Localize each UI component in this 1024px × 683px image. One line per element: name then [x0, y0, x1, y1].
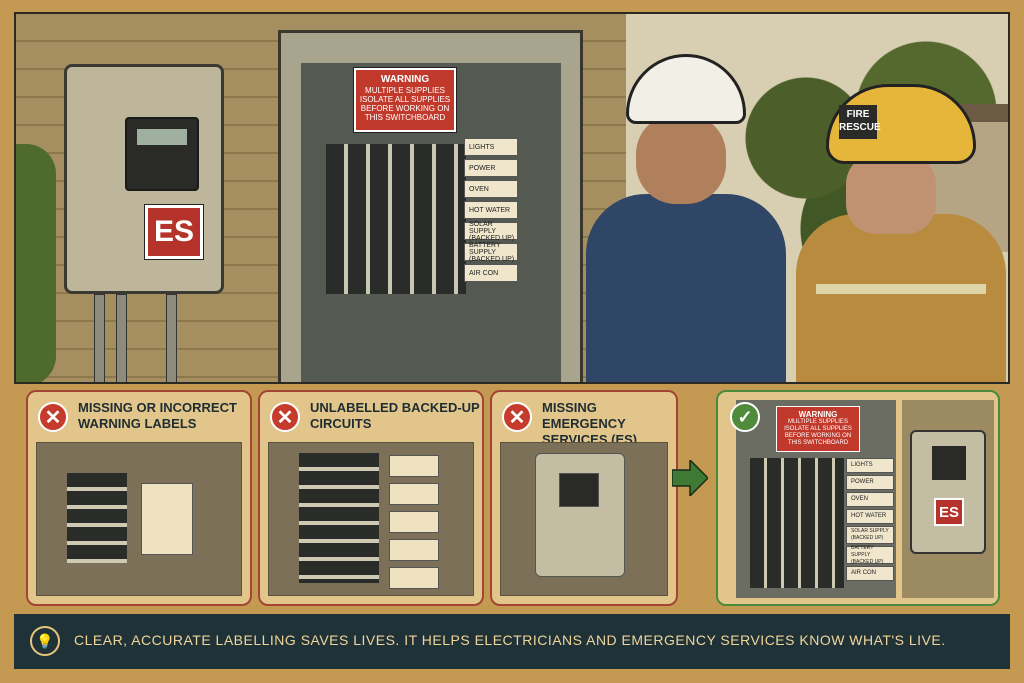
- arrow-right-icon: [672, 460, 708, 496]
- blank-label: [389, 567, 439, 589]
- circuit-label: POWER: [464, 159, 518, 177]
- circuit-label: LIGHTS: [464, 138, 518, 156]
- meter-display: [932, 446, 966, 480]
- breakers: [67, 473, 127, 563]
- panel-missing-es-labels: ✕ MISSING EMERGENCY SERVICES (ES) LABELS: [490, 390, 678, 606]
- blank-label: [389, 455, 439, 477]
- circuit-breakers: [326, 144, 466, 294]
- breakers: [750, 458, 844, 588]
- firefighter-head: [846, 154, 936, 234]
- blank-label: [389, 483, 439, 505]
- footer-text: CLEAR, ACCURATE LABELLING SAVES LIVES. I…: [74, 632, 946, 648]
- warning-line: THIS SWITCHBOARD: [364, 113, 446, 122]
- warning-line: ISOLATE ALL SUPPLIES: [359, 95, 451, 104]
- meter-display: [125, 117, 199, 191]
- x-icon: ✕: [502, 402, 532, 432]
- circuit-label: AIR CON: [464, 264, 518, 282]
- check-icon: ✓: [730, 402, 760, 432]
- panel-illustration: [268, 442, 474, 596]
- warning-line: MULTIPLE SUPPLIES: [365, 86, 445, 95]
- conduit-pipe: [166, 294, 177, 382]
- x-icon: ✕: [38, 402, 68, 432]
- warning-line: BEFORE WORKING ON: [784, 433, 852, 439]
- circuit-label: POWER: [846, 475, 894, 490]
- circuit-label: HOT WATER: [464, 201, 518, 219]
- panel-missing-warning-labels: ✕ MISSING OR INCORRECT WARNING LABELS: [26, 390, 252, 606]
- circuit-label: HOT WATER: [846, 509, 894, 524]
- warning-line: MULTIPLE SUPPLIES: [788, 419, 848, 425]
- bush: [16, 144, 56, 382]
- panel-illustration: [500, 442, 668, 596]
- warning-line: BEFORE WORKING ON: [360, 104, 450, 113]
- firefighter-body: [796, 214, 1006, 382]
- conduit-pipe: [94, 294, 105, 382]
- correct-meter-wall: ES: [902, 400, 994, 598]
- white-hard-hat-icon: [626, 54, 746, 124]
- es-label: ES: [144, 204, 204, 260]
- warning-line: ISOLATE ALL SUPPLIES: [784, 426, 852, 432]
- helmet-badge: FIRE RESCUE: [839, 105, 881, 139]
- panel-title: UNLABELLED BACKED-UP CIRCUITS: [310, 400, 480, 431]
- footer-banner: 💡 CLEAR, ACCURATE LABELLING SAVES LIVES.…: [14, 614, 1010, 669]
- circuit-label: BATTERY SUPPLY (BACKED UP): [464, 242, 518, 263]
- circuit-label: SOLAR SUPPLY (BACKED UP): [464, 221, 518, 242]
- warning-title: WARNING: [798, 410, 838, 419]
- meter-display: [559, 473, 599, 507]
- panel-unlabelled-circuits: ✕ UNLABELLED BACKED-UP CIRCUITS: [258, 390, 484, 606]
- warning-line: THIS SWITCHBOARD: [787, 440, 849, 446]
- main-scene: ES WARNING MULTIPLE SUPPLIES ISOLATE ALL…: [14, 12, 1010, 384]
- circuit-label: OVEN: [846, 492, 894, 507]
- es-label: ES: [934, 498, 964, 526]
- warning-sign: WARNING MULTIPLE SUPPLIES ISOLATE ALL SU…: [353, 67, 457, 133]
- circuit-label: LIGHTS: [846, 458, 894, 473]
- lightbulb-icon: 💡: [30, 626, 60, 656]
- breakers: [299, 453, 379, 583]
- blank-label: [389, 511, 439, 533]
- panel-illustration: [36, 442, 242, 596]
- panel-title: MISSING OR INCORRECT WARNING LABELS: [78, 400, 237, 431]
- meter-box: ES: [910, 430, 986, 554]
- warning-title: WARNING: [380, 74, 430, 85]
- firefighter: FIRE RESCUE: [796, 84, 1006, 382]
- circuit-label: AIR CON: [846, 566, 894, 581]
- electrician-head: [636, 114, 726, 204]
- fire-helmet-icon: FIRE RESCUE: [826, 84, 976, 164]
- electricity-meter-box: ES: [64, 64, 224, 294]
- circuit-label: SOLAR SUPPLY (BACKED UP): [846, 526, 894, 544]
- reflective-stripe: [816, 284, 986, 294]
- correct-switchboard: WARNING MULTIPLE SUPPLIES ISOLATE ALL SU…: [736, 400, 896, 598]
- circuit-label: BATTERY SUPPLY (BACKED UP): [846, 545, 894, 565]
- circuit-label-list: LIGHTS POWER OVEN HOT WATER SOLAR SUPPLY…: [846, 458, 894, 583]
- blank-label: [141, 483, 193, 555]
- circuit-label-list: LIGHTS POWER OVEN HOT WATER SOLAR SUPPLY…: [464, 138, 518, 285]
- blank-label: [389, 539, 439, 561]
- meter-box-no-label: [535, 453, 625, 577]
- panel-correct-labelling: ✓ WARNING MULTIPLE SUPPLIES ISOLATE ALL …: [716, 390, 1000, 606]
- x-icon: ✕: [270, 402, 300, 432]
- circuit-label: OVEN: [464, 180, 518, 198]
- warning-sign: WARNING MULTIPLE SUPPLIES ISOLATE ALL SU…: [776, 406, 860, 452]
- electrician: [576, 54, 786, 382]
- electrician-body: [586, 194, 786, 382]
- conduit-pipe: [116, 294, 127, 382]
